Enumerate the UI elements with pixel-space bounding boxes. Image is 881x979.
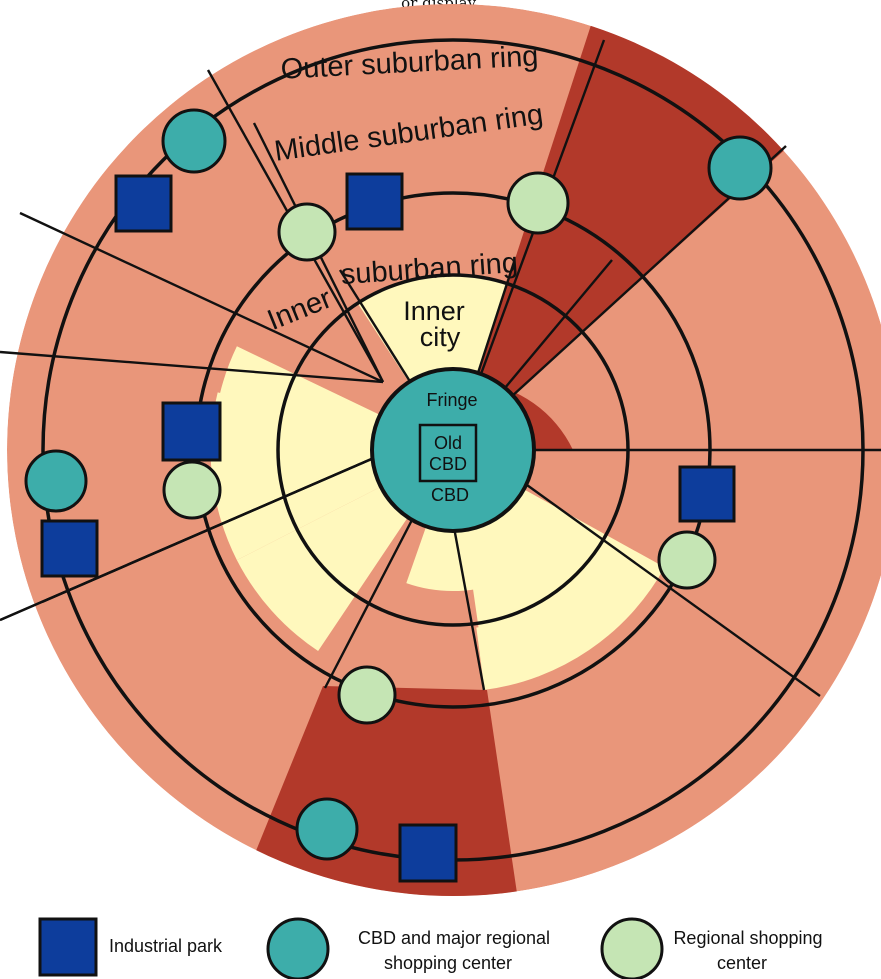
radial-line bbox=[519, 479, 821, 697]
cbd-core bbox=[370, 367, 536, 533]
legend-cbd-regional-label-line2: shopping center bbox=[384, 953, 512, 973]
radial-line bbox=[451, 521, 486, 691]
radial-line bbox=[19, 211, 384, 384]
industrial-park-node bbox=[398, 823, 458, 883]
regional-shopping-node bbox=[506, 171, 570, 235]
industrial-park-node bbox=[345, 172, 404, 231]
major-regional-center-node bbox=[161, 108, 227, 174]
legend-regional-shopping-icon bbox=[600, 917, 664, 979]
major-regional-center-node bbox=[295, 797, 359, 861]
growth-corridor-north-east bbox=[453, 4, 790, 450]
fringe-wedge-outer bbox=[453, 382, 573, 450]
industrial-park-node bbox=[161, 401, 222, 462]
old-cbd-box bbox=[418, 423, 478, 483]
legend-cbd-regional-label-line1: CBD and major regional bbox=[358, 928, 550, 948]
major-regional-center-node bbox=[24, 449, 88, 513]
old-cbd-label-line2: CBD bbox=[429, 454, 467, 474]
inner-city-sector-north bbox=[358, 276, 509, 450]
radial-line bbox=[0, 452, 384, 622]
inner-city-label-line2: city bbox=[420, 322, 461, 352]
legend-regional-shopping-label-line1: Regional shopping bbox=[673, 928, 822, 948]
legend: Industrial park CBD and major regional s… bbox=[38, 917, 823, 979]
fringe-label: Fringe bbox=[426, 390, 477, 410]
industrial-park-node bbox=[678, 465, 736, 523]
major-regional-center-node bbox=[707, 135, 773, 201]
old-cbd-label-line1: Old bbox=[434, 433, 462, 453]
regional-shopping-node bbox=[162, 460, 222, 520]
radial-line bbox=[323, 517, 415, 689]
industrial-park-node bbox=[114, 174, 173, 233]
legend-industrial-park-label: Industrial park bbox=[109, 936, 223, 956]
industrial-park-node bbox=[40, 519, 99, 578]
legend-regional-shopping-label-line2: center bbox=[717, 953, 767, 973]
radial-sector-lines bbox=[0, 39, 881, 697]
regional-shopping-node bbox=[337, 665, 397, 725]
radial-line bbox=[0, 350, 384, 384]
region-shading bbox=[7, 4, 881, 896]
cbd-label: CBD bbox=[431, 485, 469, 505]
inner-city-label-line1: Inner bbox=[403, 296, 465, 326]
cbd-circle bbox=[370, 367, 536, 533]
nodes bbox=[24, 108, 773, 883]
regional-shopping-node bbox=[657, 530, 717, 590]
regional-shopping-node bbox=[277, 202, 337, 262]
legend-industrial-park-icon bbox=[38, 917, 98, 977]
legend-cbd-regional-icon bbox=[266, 917, 330, 979]
